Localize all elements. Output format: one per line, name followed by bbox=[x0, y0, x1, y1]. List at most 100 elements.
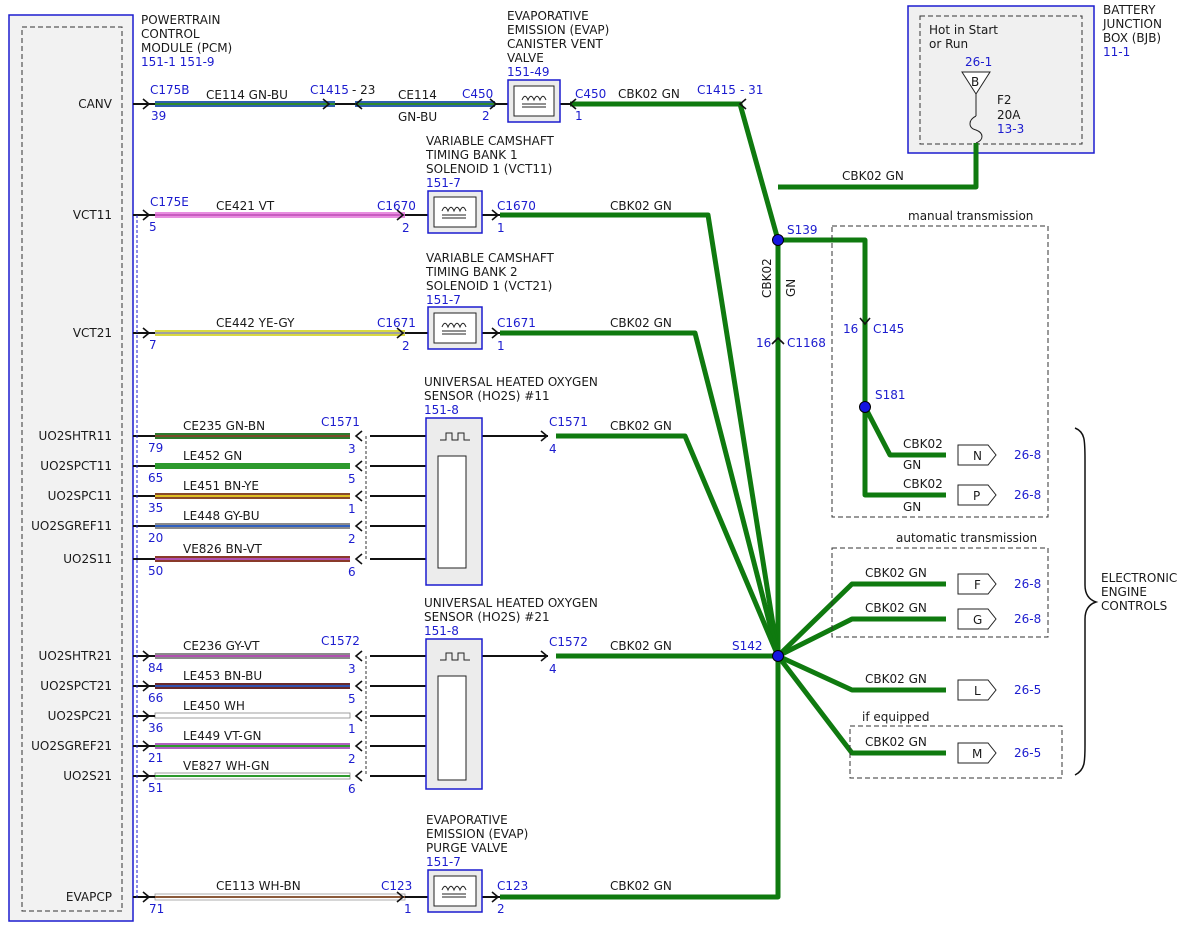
pin: 2 bbox=[497, 902, 505, 916]
pin: 6 bbox=[348, 782, 356, 796]
cavity: 71 bbox=[149, 902, 164, 916]
pin: 1 bbox=[404, 902, 412, 916]
circuit: CE114 GN-BU bbox=[206, 88, 288, 102]
automatic-transmission-box bbox=[831, 547, 1049, 638]
manual-transmission-label: manual transmission bbox=[908, 209, 1033, 223]
cavity: 66 bbox=[148, 691, 163, 705]
heater-icon bbox=[440, 652, 470, 661]
pin: 16 bbox=[756, 336, 771, 350]
conn-c145: C145 bbox=[873, 322, 904, 336]
pin-uo2sgref11: UO2SGREF11 bbox=[31, 519, 112, 533]
flag-letter: G bbox=[973, 613, 982, 627]
vertical-color: GN bbox=[784, 279, 798, 297]
circuit: CBK02 GN bbox=[610, 639, 672, 653]
pin: 1 bbox=[497, 339, 505, 353]
automatic-transmission-label: automatic transmission bbox=[896, 531, 1037, 545]
pin-uo2spc11: UO2SPC11 bbox=[48, 489, 112, 503]
pin-uo2s21: UO2S21 bbox=[63, 769, 112, 783]
fuse-icon bbox=[969, 115, 983, 144]
conn-c175b: C175B bbox=[150, 83, 190, 97]
eec-brace bbox=[1074, 427, 1099, 776]
cavity: 36 bbox=[148, 721, 163, 735]
circuit-color: GN bbox=[903, 458, 921, 472]
circuit: CBK02 GN bbox=[865, 735, 927, 749]
circuit-wires bbox=[154, 101, 495, 901]
pin-uo2spc21: UO2SPC21 bbox=[48, 709, 112, 723]
bjb-fuse-amps: 20A bbox=[997, 108, 1021, 122]
bjb-mode-1: Hot in Start bbox=[929, 23, 998, 37]
if-equipped-box bbox=[849, 725, 1063, 779]
pin: 1 bbox=[497, 221, 505, 235]
circuit: LE453 BN-BU bbox=[183, 669, 262, 683]
device-title: PURGE VALVE bbox=[426, 841, 508, 855]
vct11-solenoid bbox=[427, 190, 483, 234]
device-title: VARIABLE CAMSHAFT bbox=[426, 251, 555, 265]
circuit: CE442 YE-GY bbox=[216, 316, 295, 330]
device-title: SOLENOID 1 (VCT11) bbox=[426, 162, 552, 176]
circuit: LE451 BN-YE bbox=[183, 479, 259, 493]
bjb-mode-2: or Run bbox=[929, 37, 968, 51]
flag-letter: M bbox=[972, 747, 982, 761]
device-title: SOLENOID 1 (VCT21) bbox=[426, 279, 552, 293]
circuit: CBK02 GN bbox=[865, 672, 927, 686]
pin-uo2spct21: UO2SPCT21 bbox=[40, 679, 112, 693]
pin-canv: CANV bbox=[78, 97, 113, 111]
labels: CANV VCT11 VCT21 UO2SHTR11 UO2SPCT11 UO2… bbox=[31, 9, 1177, 916]
device-title: SENSOR (HO2S) #21 bbox=[424, 610, 550, 624]
pin: 1 bbox=[348, 722, 356, 736]
bjb-title-1: BATTERY bbox=[1103, 3, 1156, 17]
circuit: CBK02 bbox=[903, 477, 943, 491]
pin-evapcp: EVAPCP bbox=[66, 890, 112, 904]
circuit: CBK02 GN bbox=[610, 199, 672, 213]
ho2s11-sensor bbox=[425, 417, 483, 586]
if-equipped-label: if equipped bbox=[862, 710, 930, 724]
bjb-fuse-name: F2 bbox=[997, 93, 1012, 107]
circuit: CBK02 GN bbox=[610, 879, 672, 893]
circuit: CE236 GY-VT bbox=[183, 639, 260, 653]
evap-purge-valve bbox=[427, 869, 483, 913]
conn: C1670 bbox=[497, 199, 536, 213]
bjb-wire-label: CBK02 GN bbox=[842, 169, 904, 183]
eec-title-2: ENGINE bbox=[1101, 585, 1147, 599]
pin: - 23 bbox=[352, 83, 375, 97]
flag-ref: 26-8 bbox=[1014, 612, 1041, 626]
bjb-box: Hot in Start or Run 26-1 B F2 20A 13-3 B… bbox=[907, 3, 1162, 154]
circuit: CBK02 GN bbox=[610, 419, 672, 433]
conn: C1670 bbox=[377, 199, 416, 213]
circuit: CE114 bbox=[398, 88, 437, 102]
device-title: CANISTER VENT bbox=[507, 37, 604, 51]
circuit: CBK02 GN bbox=[865, 566, 927, 580]
circuit-color: GN-BU bbox=[398, 110, 437, 124]
flag-ref: 26-8 bbox=[1014, 577, 1041, 591]
pin: - 31 bbox=[740, 83, 763, 97]
flag-m bbox=[957, 742, 997, 764]
cavity: 7 bbox=[149, 338, 157, 352]
vct21-solenoid bbox=[427, 306, 483, 350]
device-title: SENSOR (HO2S) #11 bbox=[424, 389, 550, 403]
flag-n bbox=[957, 444, 997, 466]
cavity: 79 bbox=[148, 441, 163, 455]
vertical-circuit: CBK02 bbox=[760, 258, 774, 298]
device-title: VALVE bbox=[507, 51, 544, 65]
circuit: CBK02 GN bbox=[865, 601, 927, 615]
cavity: 35 bbox=[148, 501, 163, 515]
pcm-title-2: CONTROL bbox=[141, 27, 200, 41]
device-title: UNIVERSAL HEATED OXYGEN bbox=[424, 375, 598, 389]
device-title: TIMING BANK 1 bbox=[425, 148, 518, 162]
splice-s142 bbox=[772, 650, 784, 662]
conn: C1572 bbox=[549, 635, 588, 649]
splice-s139 bbox=[772, 234, 784, 246]
splice-label: S139 bbox=[787, 223, 818, 237]
circuit: CE113 WH-BN bbox=[216, 879, 301, 893]
pin: 2 bbox=[348, 752, 356, 766]
flag-letter: N bbox=[973, 449, 982, 463]
fuse-feed-icon bbox=[961, 71, 991, 95]
heater-icon bbox=[440, 432, 470, 441]
circuit: CBK02 bbox=[903, 437, 943, 451]
flag-g bbox=[957, 608, 997, 630]
bjb-fuse-letter: B bbox=[971, 75, 979, 89]
ho2s21-sensor bbox=[425, 638, 483, 790]
connector-chevrons bbox=[142, 98, 871, 903]
device-ref: 151-7 bbox=[426, 855, 461, 869]
